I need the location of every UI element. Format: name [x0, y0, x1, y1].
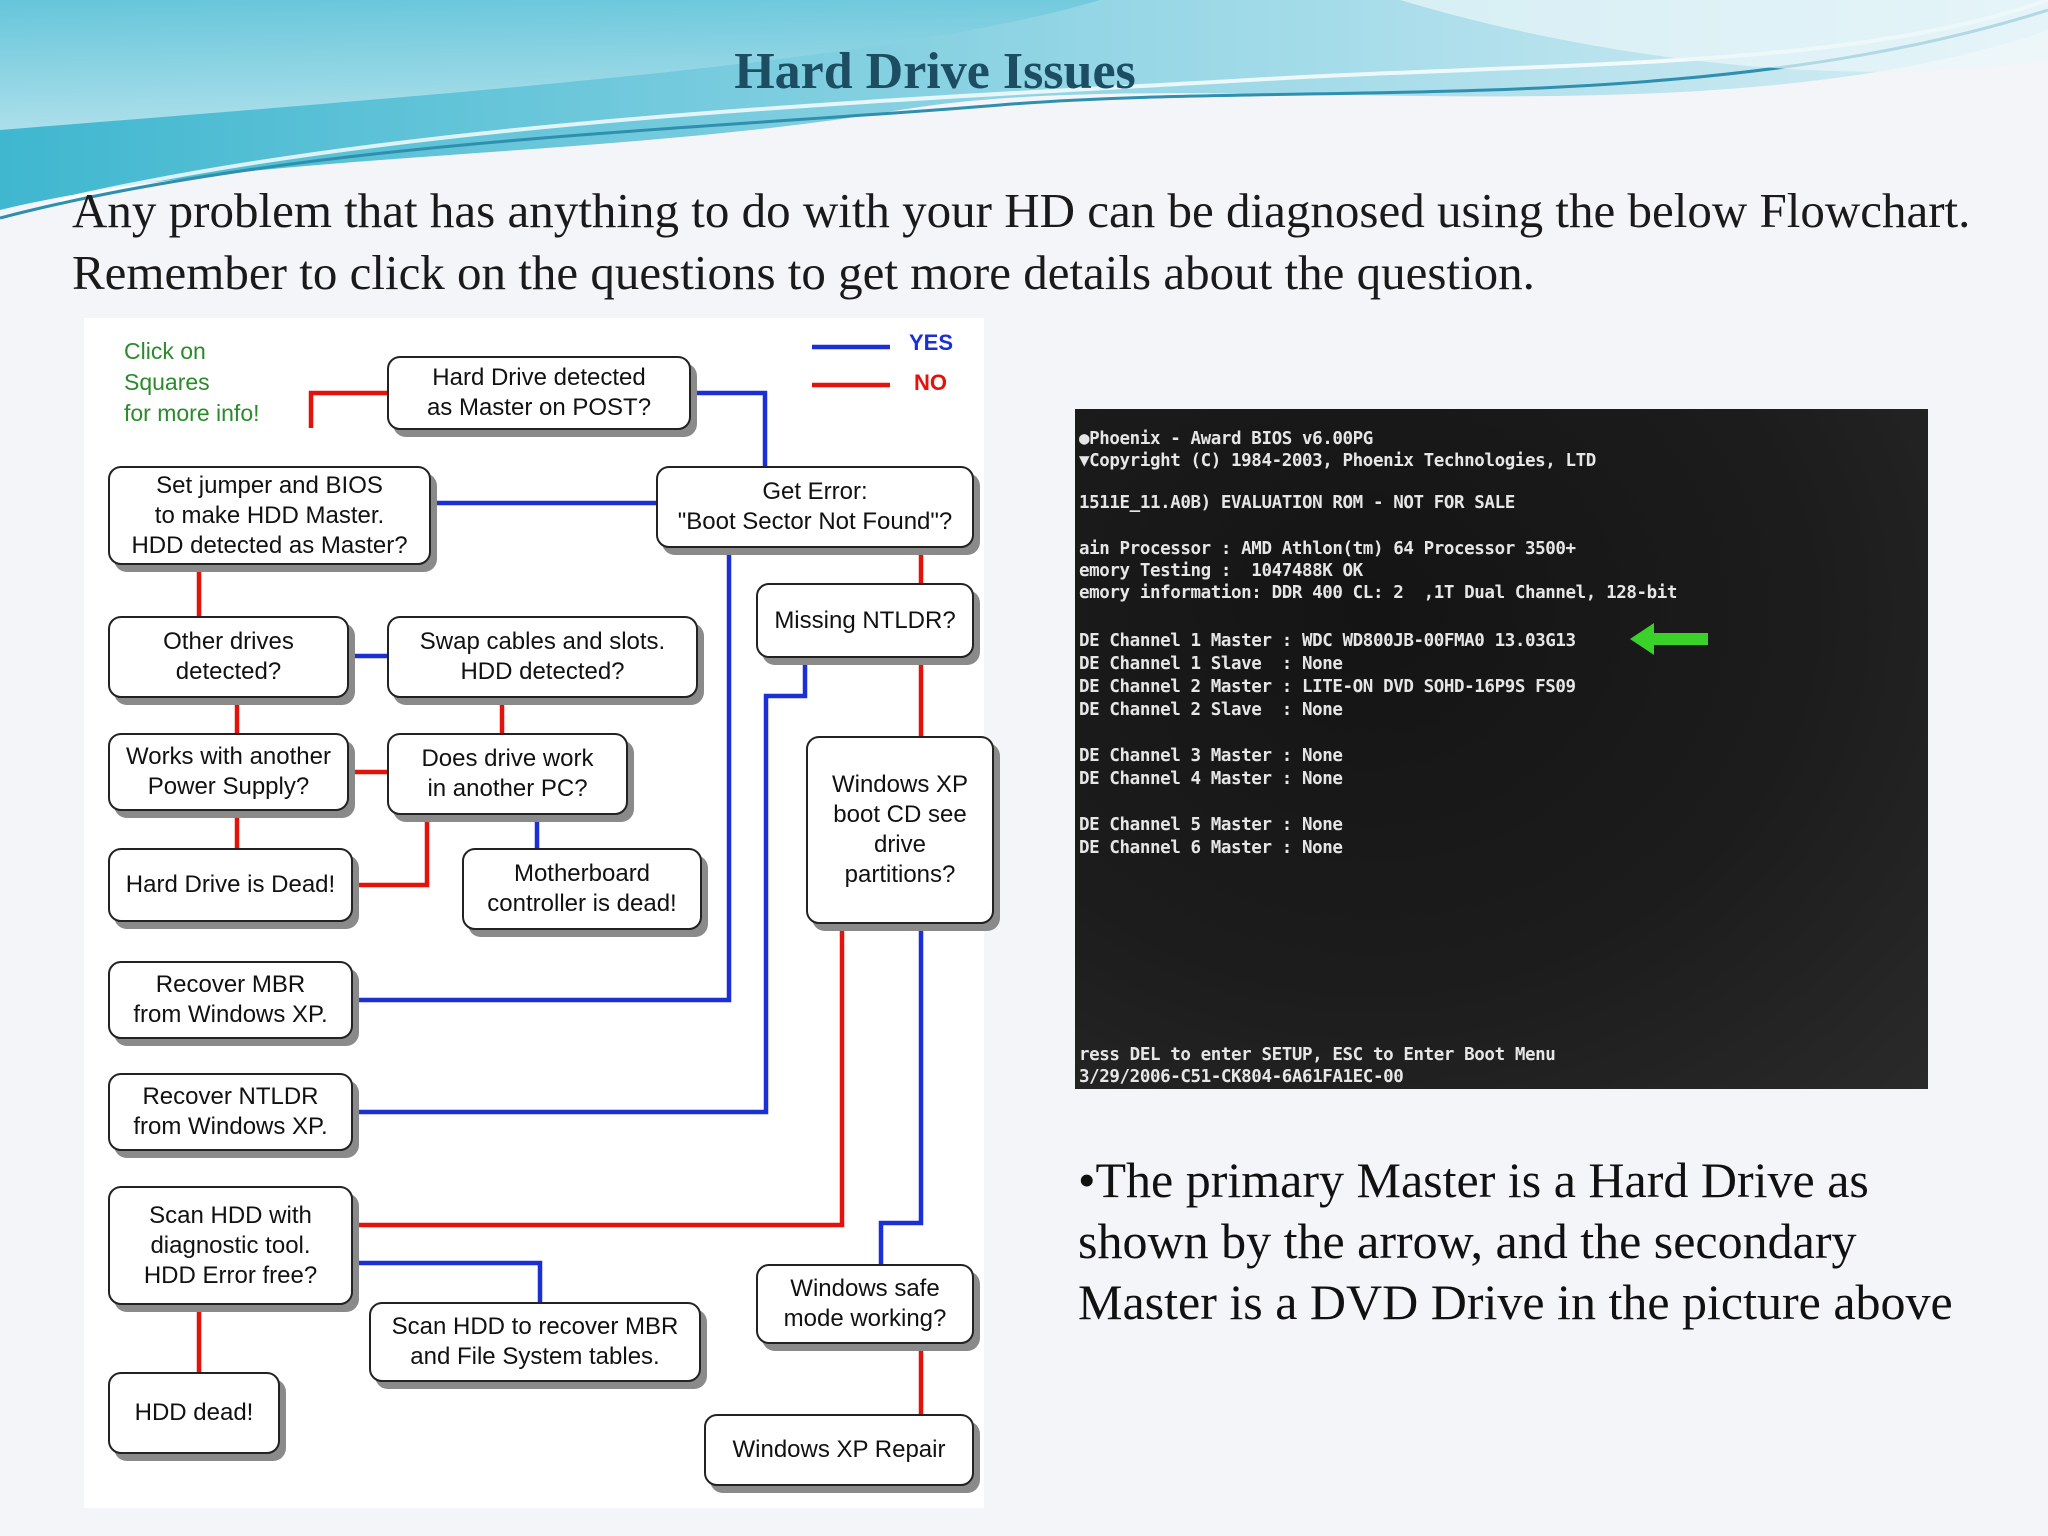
bios-line: DE Channel 1 Master : WDC WD800JB-00FMA0…	[1079, 631, 1576, 651]
bullet-text: •The primary Master is a Hard Drive as s…	[1078, 1152, 1953, 1330]
bios-line: DE Channel 2 Master : LITE-ON DVD SOHD-1…	[1079, 677, 1576, 697]
connector-yes	[353, 546, 732, 1003]
hard-drive-flowchart: Click on Squares for more info! YES NO H…	[84, 318, 994, 1508]
box-windows-xp-repair[interactable]: Windows XP Repair	[704, 1414, 974, 1486]
box-scan-hdd-recover-mbr[interactable]: Scan HDD to recover MBR and File System …	[369, 1302, 701, 1382]
bios-line: emory information: DDR 400 CL: 2 ,1T Dua…	[1079, 583, 1678, 603]
legend-yes-label: YES	[909, 330, 954, 355]
connector-yes	[353, 658, 808, 1115]
box-recover-mbr[interactable]: Recover MBR from Windows XP.	[108, 961, 353, 1039]
connector-yes	[691, 390, 768, 466]
box-other-drives-detected[interactable]: Other drives detected?	[108, 616, 349, 698]
box-hdd-dead[interactable]: HDD dead!	[108, 1372, 280, 1454]
box-set-jumper-bios[interactable]: Set jumper and BIOS to make HDD Master. …	[108, 466, 431, 565]
connector-yes	[353, 1260, 543, 1302]
bios-line: DE Channel 1 Slave : None	[1079, 654, 1343, 674]
bios-line: DE Channel 5 Master : None	[1079, 815, 1343, 835]
box-motherboard-controller-dead[interactable]: Motherboard controller is dead!	[462, 848, 702, 930]
click-info-note: Click on Squares for more info!	[124, 338, 260, 426]
box-missing-ntldr[interactable]: Missing NTLDR?	[756, 583, 974, 658]
bios-line: ▼Copyright (C) 1984-2003, Phoenix Techno…	[1079, 451, 1596, 471]
bios-line: 3/29/2006-C51-CK804-6A61FA1EC-00	[1079, 1067, 1404, 1087]
bios-line: ain Processor : AMD Athlon(tm) 64 Proces…	[1079, 539, 1576, 559]
bios-line: emory Testing : 1047488K OK	[1079, 561, 1363, 581]
bios-line: DE Channel 4 Master : None	[1079, 769, 1343, 789]
box-swap-cables-slots[interactable]: Swap cables and slots. HDD detected?	[387, 616, 698, 698]
box-hard-drive-is-dead[interactable]: Hard Drive is Dead!	[108, 848, 353, 922]
bios-line: DE Channel 3 Master : None	[1079, 746, 1343, 766]
bios-line: ●Phoenix - Award BIOS v6.00PG	[1079, 429, 1373, 449]
intro-text: Any problem that has anything to do with…	[72, 183, 1971, 300]
box-hd-detected-on-post[interactable]: Hard Drive detected as Master on POST?	[387, 356, 691, 430]
connector-no	[353, 924, 845, 1228]
connector-yes	[878, 924, 924, 1264]
box-works-in-another-pc[interactable]: Does drive work in another PC?	[387, 733, 628, 815]
bios-line: ress DEL to enter SETUP, ESC to Enter Bo…	[1079, 1045, 1556, 1065]
box-windows-safe-mode[interactable]: Windows safe mode working?	[756, 1264, 974, 1344]
flowchart-connectors	[196, 344, 924, 1414]
box-another-power-supply[interactable]: Works with another Power Supply?	[108, 733, 349, 811]
green-arrow-icon	[1630, 623, 1708, 655]
box-scan-hdd-diagnostic[interactable]: Scan HDD with diagnostic tool. HDD Error…	[108, 1186, 353, 1305]
bios-line: DE Channel 2 Slave : None	[1079, 700, 1343, 720]
box-xp-boot-cd-partitions[interactable]: Windows XP boot CD see drive partitions?	[806, 736, 994, 924]
legend-no-label: NO	[914, 370, 947, 395]
box-recover-ntldr[interactable]: Recover NTLDR from Windows XP.	[108, 1073, 353, 1151]
bios-line: DE Channel 6 Master : None	[1079, 838, 1343, 858]
bios-post-screen-photo: ●Phoenix - Award BIOS v6.00PG ▼Copyright…	[1075, 409, 1928, 1089]
box-boot-sector-error[interactable]: Get Error: "Boot Sector Not Found"?	[656, 466, 974, 548]
connector-no	[353, 815, 430, 888]
header-wave-decoration	[0, 0, 2048, 240]
connector-no	[308, 390, 387, 428]
slide-title: Hard Drive Issues	[734, 43, 1136, 100]
bios-line: 1511E_11.A0B) EVALUATION ROM - NOT FOR S…	[1079, 493, 1515, 513]
